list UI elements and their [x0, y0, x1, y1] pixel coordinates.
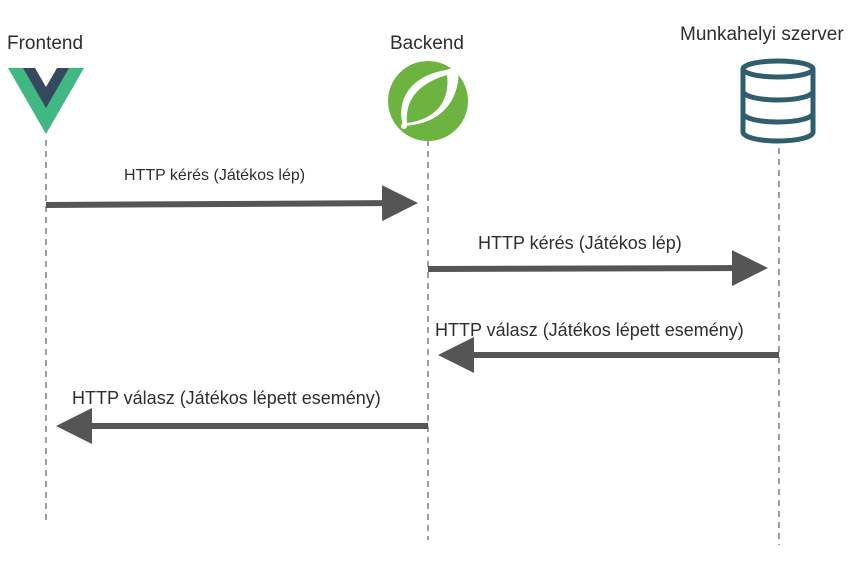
message-label-2: HTTP kérés (Játékos lép) — [478, 233, 682, 253]
spring-leaf-icon — [388, 61, 468, 141]
message-arrow-2 — [427, 250, 768, 287]
participant-label-server: Munkahelyi szerver — [680, 24, 844, 45]
participant-label-frontend: Frontend — [7, 33, 84, 54]
database-icon — [740, 58, 816, 144]
message-label-3: HTTP válasz (Játékos lépett esemény) — [435, 320, 744, 340]
vue-logo-icon — [8, 68, 84, 134]
message-label-4: HTTP válasz (Játékos lépett esemény) — [72, 388, 381, 408]
participant-label-backend: Backend — [390, 33, 464, 54]
message-label-1: HTTP kérés (Játékos lép) — [124, 167, 306, 184]
message-arrow-1 — [45, 185, 418, 222]
